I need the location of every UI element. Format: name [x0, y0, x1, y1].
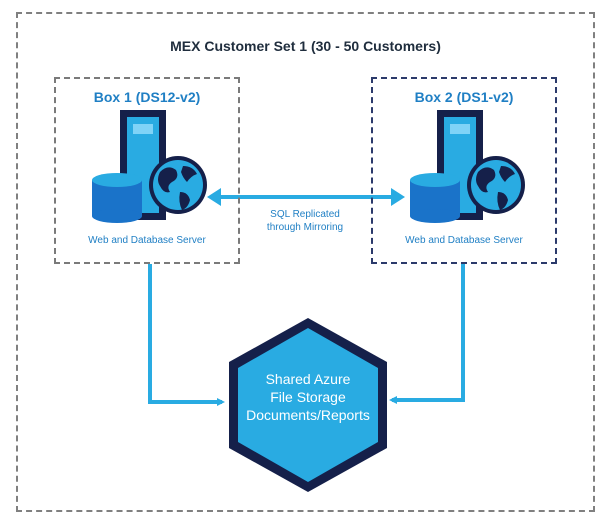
box2-title: Box 2 (DS1-v2) [414, 89, 514, 105]
box2-caption: Web and Database Server [405, 235, 523, 246]
box2-container: Box 2 (DS1-v2) Web and Database Server [371, 77, 557, 264]
storage-label-line1: Shared Azure [265, 371, 351, 387]
globe-icon [149, 156, 207, 214]
storage-label-line3: Documents/Reports [246, 407, 370, 423]
customer-set-title: MEX Customer Set 1 (30 - 50 Customers) [170, 38, 441, 54]
replication-label-line2: through Mirroring [266, 222, 344, 233]
box1-container: Box 1 (DS12-v2) Web and Database Server [54, 77, 240, 264]
storage-label: Shared Azure File Storage Documents/Repo… [245, 370, 371, 424]
database-icon [92, 173, 142, 223]
database-icon [410, 173, 460, 223]
box1-title: Box 1 (DS12-v2) [93, 89, 201, 105]
box1-to-storage-connector [148, 264, 225, 406]
box1-caption: Web and Database Server [88, 235, 206, 246]
box2-to-storage-connector [389, 264, 465, 404]
replication-label-line1: SQL Replicated [270, 209, 340, 220]
double-arrow-icon [207, 188, 405, 206]
storage-label-line2: File Storage [270, 389, 346, 405]
replication-label: SQL Replicated through Mirroring [240, 208, 370, 234]
hexagon-icon [229, 318, 387, 492]
globe-icon [467, 156, 525, 214]
customer-set-container [16, 12, 595, 512]
